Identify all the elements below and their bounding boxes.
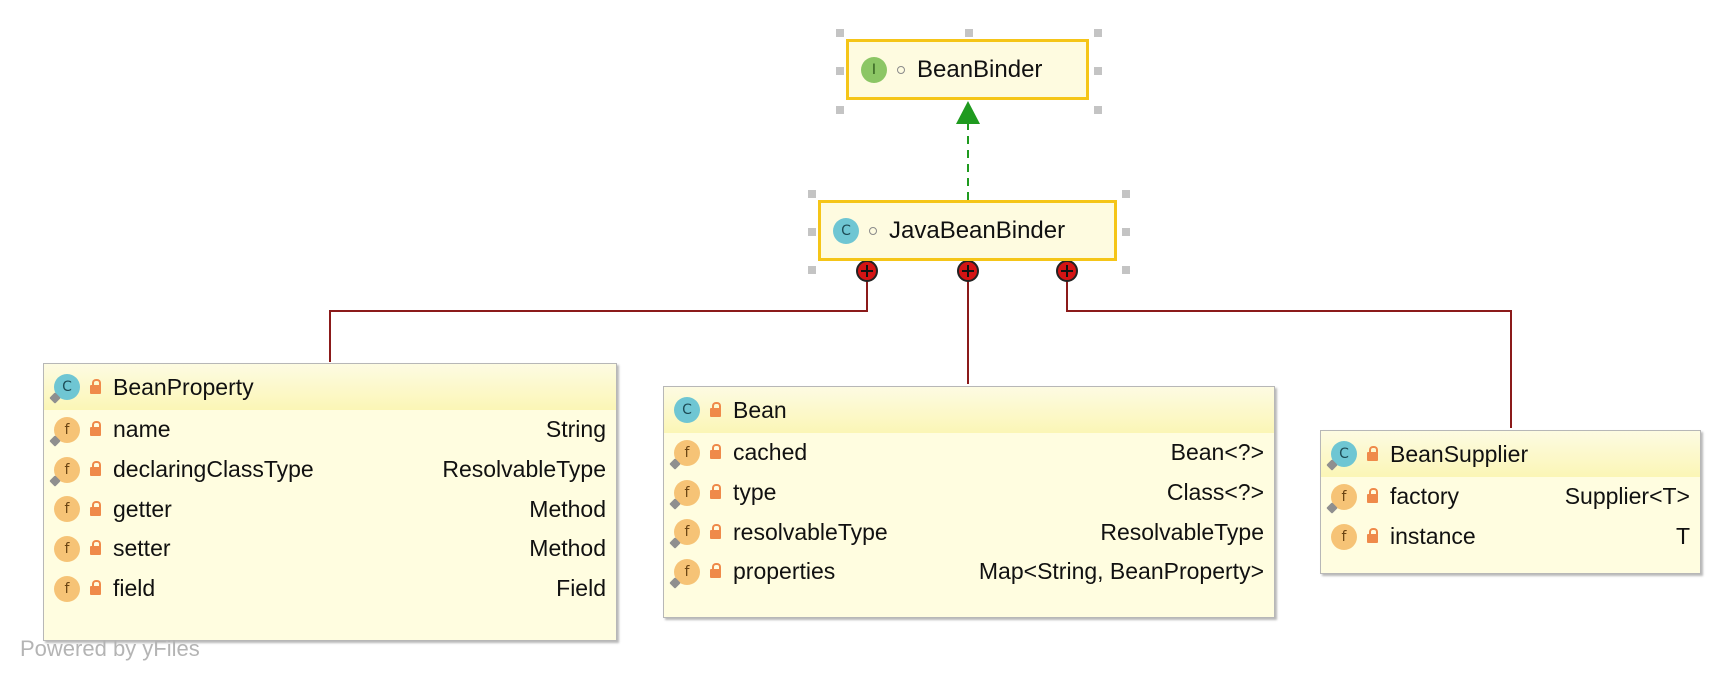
private-lock-icon	[710, 523, 721, 539]
field-icon: f	[54, 535, 80, 562]
private-lock-icon	[90, 540, 101, 556]
bean-supplier-class[interactable]: C BeanSupplier f factory Supplier<T> f i…	[1320, 430, 1701, 574]
class-header: C Bean	[664, 387, 1274, 433]
field-name: properties	[733, 558, 836, 585]
field-name: declaringClassType	[113, 456, 314, 483]
java-bean-binder-node[interactable]: C JavaBeanBinder	[818, 200, 1117, 261]
selection-handle[interactable]	[808, 190, 816, 198]
field-icon: f	[669, 558, 700, 589]
field-icon: f	[49, 416, 80, 447]
field-type: Bean<?>	[1170, 439, 1264, 466]
private-lock-icon	[710, 444, 721, 460]
field-name: getter	[113, 495, 172, 522]
inner-class-anchor-center-icon	[957, 260, 979, 282]
selection-handle[interactable]	[1094, 29, 1102, 37]
field-type: Supplier<T>	[1564, 483, 1690, 510]
private-lock-icon	[90, 378, 101, 394]
selection-handle[interactable]	[836, 67, 844, 75]
field-type: Method	[529, 495, 606, 522]
field-type: T	[1675, 523, 1690, 550]
field-type: String	[545, 416, 606, 443]
field-row: f resolvableType ResolvableType	[664, 512, 1274, 552]
selection-handle[interactable]	[1122, 266, 1130, 274]
class-icon: C	[833, 217, 859, 244]
private-lock-icon	[710, 484, 721, 500]
selection-handle[interactable]	[1122, 190, 1130, 198]
field-type: Method	[529, 535, 606, 562]
field-icon: f	[49, 456, 80, 487]
field-icon: f	[1331, 523, 1357, 550]
edge-to-bean-supplier	[1066, 271, 1512, 428]
realization-arrowhead	[956, 101, 980, 124]
private-lock-icon	[710, 563, 721, 579]
private-lock-icon	[90, 421, 101, 437]
selection-handle[interactable]	[836, 29, 844, 37]
field-name: setter	[113, 535, 171, 562]
bean-binder-node[interactable]: I BeanBinder	[846, 39, 1089, 100]
field-name: field	[113, 575, 156, 602]
private-lock-icon	[90, 580, 101, 596]
selection-handle[interactable]	[808, 266, 816, 274]
powered-by-credit: Powered by yFiles	[20, 636, 200, 661]
selection-handle[interactable]	[965, 29, 973, 37]
private-lock-icon	[90, 500, 101, 516]
field-row: f field Field	[44, 569, 616, 609]
class-header: C BeanProperty	[44, 364, 616, 410]
class-title: BeanProperty	[113, 373, 254, 400]
field-name: type	[733, 479, 777, 506]
field-row: f declaringClassType ResolvableType	[44, 450, 616, 490]
class-title: BeanSupplier	[1390, 440, 1529, 467]
selection-handle[interactable]	[1094, 67, 1102, 75]
private-lock-icon	[1367, 445, 1378, 461]
field-type: ResolvableType	[442, 456, 606, 483]
field-row: f getter Method	[44, 489, 616, 529]
field-icon: f	[1326, 483, 1357, 514]
field-row: f cached Bean<?>	[664, 433, 1274, 473]
field-icon: f	[669, 439, 700, 470]
class-icon: C	[1326, 441, 1357, 471]
private-lock-icon	[1367, 488, 1378, 504]
selection-handle[interactable]	[836, 106, 844, 114]
field-type: Field	[556, 575, 606, 602]
field-row: f type Class<?>	[664, 473, 1274, 513]
field-name: cached	[733, 439, 808, 466]
bean-property-class[interactable]: C BeanProperty f name String f declaring…	[43, 363, 617, 641]
field-icon: f	[54, 496, 80, 523]
edge-to-bean-property	[329, 271, 868, 362]
field-name: resolvableType	[733, 518, 888, 545]
inner-class-anchor-right-icon	[1056, 260, 1078, 282]
field-type: Class<?>	[1166, 479, 1264, 506]
interface-icon: I	[861, 56, 887, 83]
bean-class[interactable]: C Bean f cached Bean<?> f type Class<?> …	[663, 386, 1275, 618]
field-icon: f	[54, 575, 80, 602]
private-lock-icon	[90, 461, 101, 477]
field-name: factory	[1390, 483, 1460, 510]
private-lock-icon	[710, 401, 721, 417]
class-title: Bean	[733, 396, 787, 423]
class-header: C BeanSupplier	[1321, 431, 1700, 477]
field-type: Map<String, BeanProperty>	[978, 558, 1264, 585]
field-row: f name String	[44, 410, 616, 450]
node-title: JavaBeanBinder	[889, 216, 1066, 244]
field-icon: f	[669, 519, 700, 549]
field-icon: f	[669, 479, 700, 510]
node-title: BeanBinder	[917, 55, 1043, 83]
field-name: name	[113, 416, 171, 443]
field-row: f properties Map<String, BeanProperty>	[664, 552, 1274, 592]
field-row: f instance T	[1321, 517, 1700, 557]
private-lock-icon	[1367, 528, 1378, 544]
field-row: f factory Supplier<T>	[1321, 477, 1700, 517]
package-visibility-icon	[869, 226, 877, 235]
field-name: instance	[1390, 523, 1476, 550]
selection-handle[interactable]	[1094, 106, 1102, 114]
selection-handle[interactable]	[808, 228, 816, 236]
field-row: f setter Method	[44, 529, 616, 569]
class-icon: C	[49, 374, 80, 404]
inner-class-anchor-left-icon	[856, 260, 878, 282]
package-visibility-icon	[897, 65, 905, 74]
field-type: ResolvableType	[1100, 518, 1264, 545]
class-icon: C	[674, 397, 700, 423]
selection-handle[interactable]	[1122, 228, 1130, 236]
